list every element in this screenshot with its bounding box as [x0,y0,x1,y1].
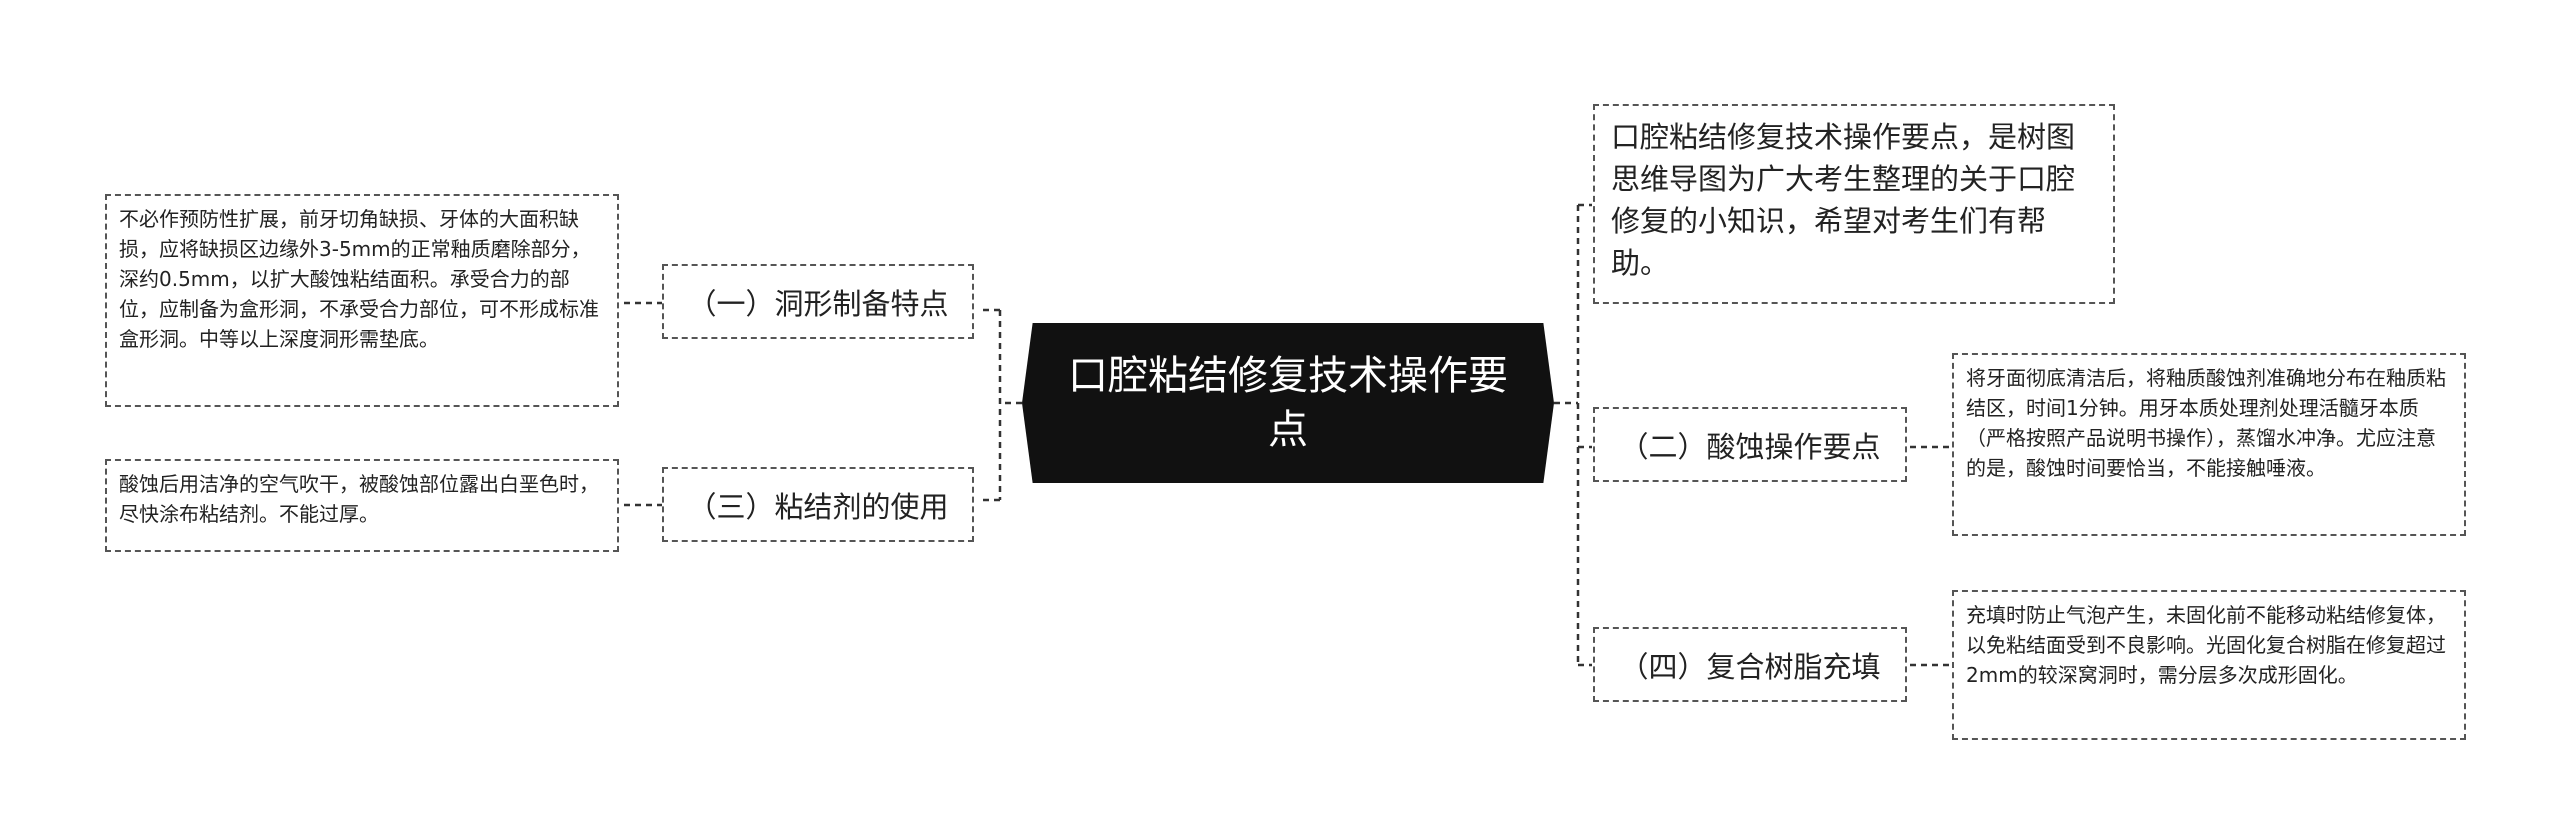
branch-acid-etching[interactable]: （二）酸蚀操作要点 [1593,407,1907,482]
detail-cavity-preparation: 不必作预防性扩展，前牙切角缺损、牙体的大面积缺损，应将缺损区边缘外3-5mm的正… [105,194,619,407]
intro-note: 口腔粘结修复技术操作要点，是树图思维导图为广大考生整理的关于口腔修复的小知识，希… [1593,104,2115,304]
branch-resin-filling[interactable]: （四）复合树脂充填 [1593,627,1907,702]
branch-adhesive-use[interactable]: （三）粘结剂的使用 [662,467,974,542]
detail-resin-filling: 充填时防止气泡产生，未固化前不能移动粘结修复体，以免粘结面受到不良影响。光固化复… [1952,590,2466,740]
detail-adhesive-use: 酸蚀后用洁净的空气吹干，被酸蚀部位露出白垩色时，尽快涂布粘结剂。不能过厚。 [105,459,619,552]
central-topic[interactable]: 口腔粘结修复技术操作要点 [1022,323,1554,483]
branch-cavity-preparation[interactable]: （一）洞形制备特点 [662,264,974,339]
detail-acid-etching: 将牙面彻底清洁后，将釉质酸蚀剂准确地分布在釉质粘结区，时间1分钟。用牙本质处理剂… [1952,353,2466,536]
